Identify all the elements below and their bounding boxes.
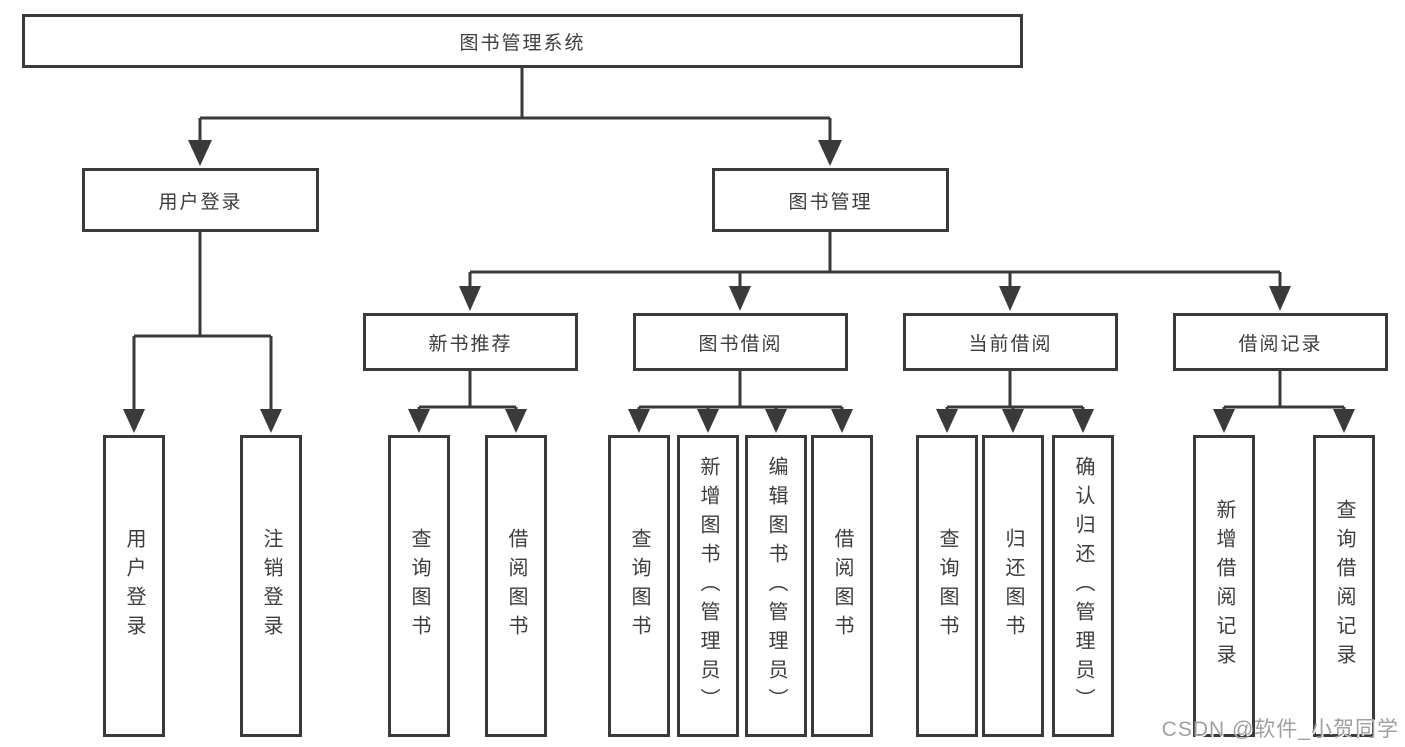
node-borrow-records: 借阅记录 [1173,313,1388,371]
node-label: 查询图书 [408,528,430,644]
leaf-records-query-record: 查询借阅记录 [1313,435,1375,737]
leaf-current-return-books: 归还图书 [982,435,1044,737]
leaf-current-confirm-return-admin: 确认归还（管理员） [1052,435,1114,737]
node-label: 新增图书（管理员） [697,455,719,717]
node-label: 查询图书 [936,528,958,644]
node-label: 确认归还（管理员） [1072,455,1094,717]
node-label: 用户登录 [158,191,243,213]
node-user-login: 用户登录 [82,168,319,232]
leaf-borrow-edit-books-admin: 编辑图书（管理员） [745,435,807,737]
node-label: 用户登录 [123,528,145,644]
node-label: 借阅记录 [1238,333,1323,355]
leaf-newbooks-borrow-books: 借阅图书 [485,435,547,737]
leaf-current-query-books: 查询图书 [916,435,978,737]
csdn-watermark: CSDN @软件_小贺同学 [1161,718,1399,741]
node-label: 新书推荐 [428,333,513,355]
node-book-borrow: 图书借阅 [633,313,848,371]
node-label: 新增借阅记录 [1213,499,1235,673]
node-label: 编辑图书（管理员） [765,455,787,717]
node-label: 归还图书 [1002,528,1024,644]
leaf-borrow-borrow-books: 借阅图书 [811,435,873,737]
node-label: 当前借阅 [968,333,1053,355]
node-label: 查询图书 [628,528,650,644]
node-label: 注销登录 [260,528,282,644]
node-library-management-system: 图书管理系统 [22,14,1023,68]
node-label: 图书管理 [788,191,873,213]
leaf-records-add-record: 新增借阅记录 [1193,435,1255,737]
node-new-book-recommend: 新书推荐 [363,313,578,371]
leaf-borrow-add-books-admin: 新增图书（管理员） [677,435,739,737]
leaf-user-login: 用户登录 [103,435,165,737]
leaf-logout: 注销登录 [240,435,302,737]
node-label: 图书借阅 [698,333,783,355]
node-current-borrow: 当前借阅 [903,313,1118,371]
node-label: 借阅图书 [831,528,853,644]
leaf-borrow-query-books: 查询图书 [608,435,670,737]
node-label: 借阅图书 [505,528,527,644]
node-book-management: 图书管理 [712,168,949,232]
node-label: 图书管理系统 [459,32,586,54]
node-label: 查询借阅记录 [1333,499,1355,673]
leaf-newbooks-query-books: 查询图书 [388,435,450,737]
